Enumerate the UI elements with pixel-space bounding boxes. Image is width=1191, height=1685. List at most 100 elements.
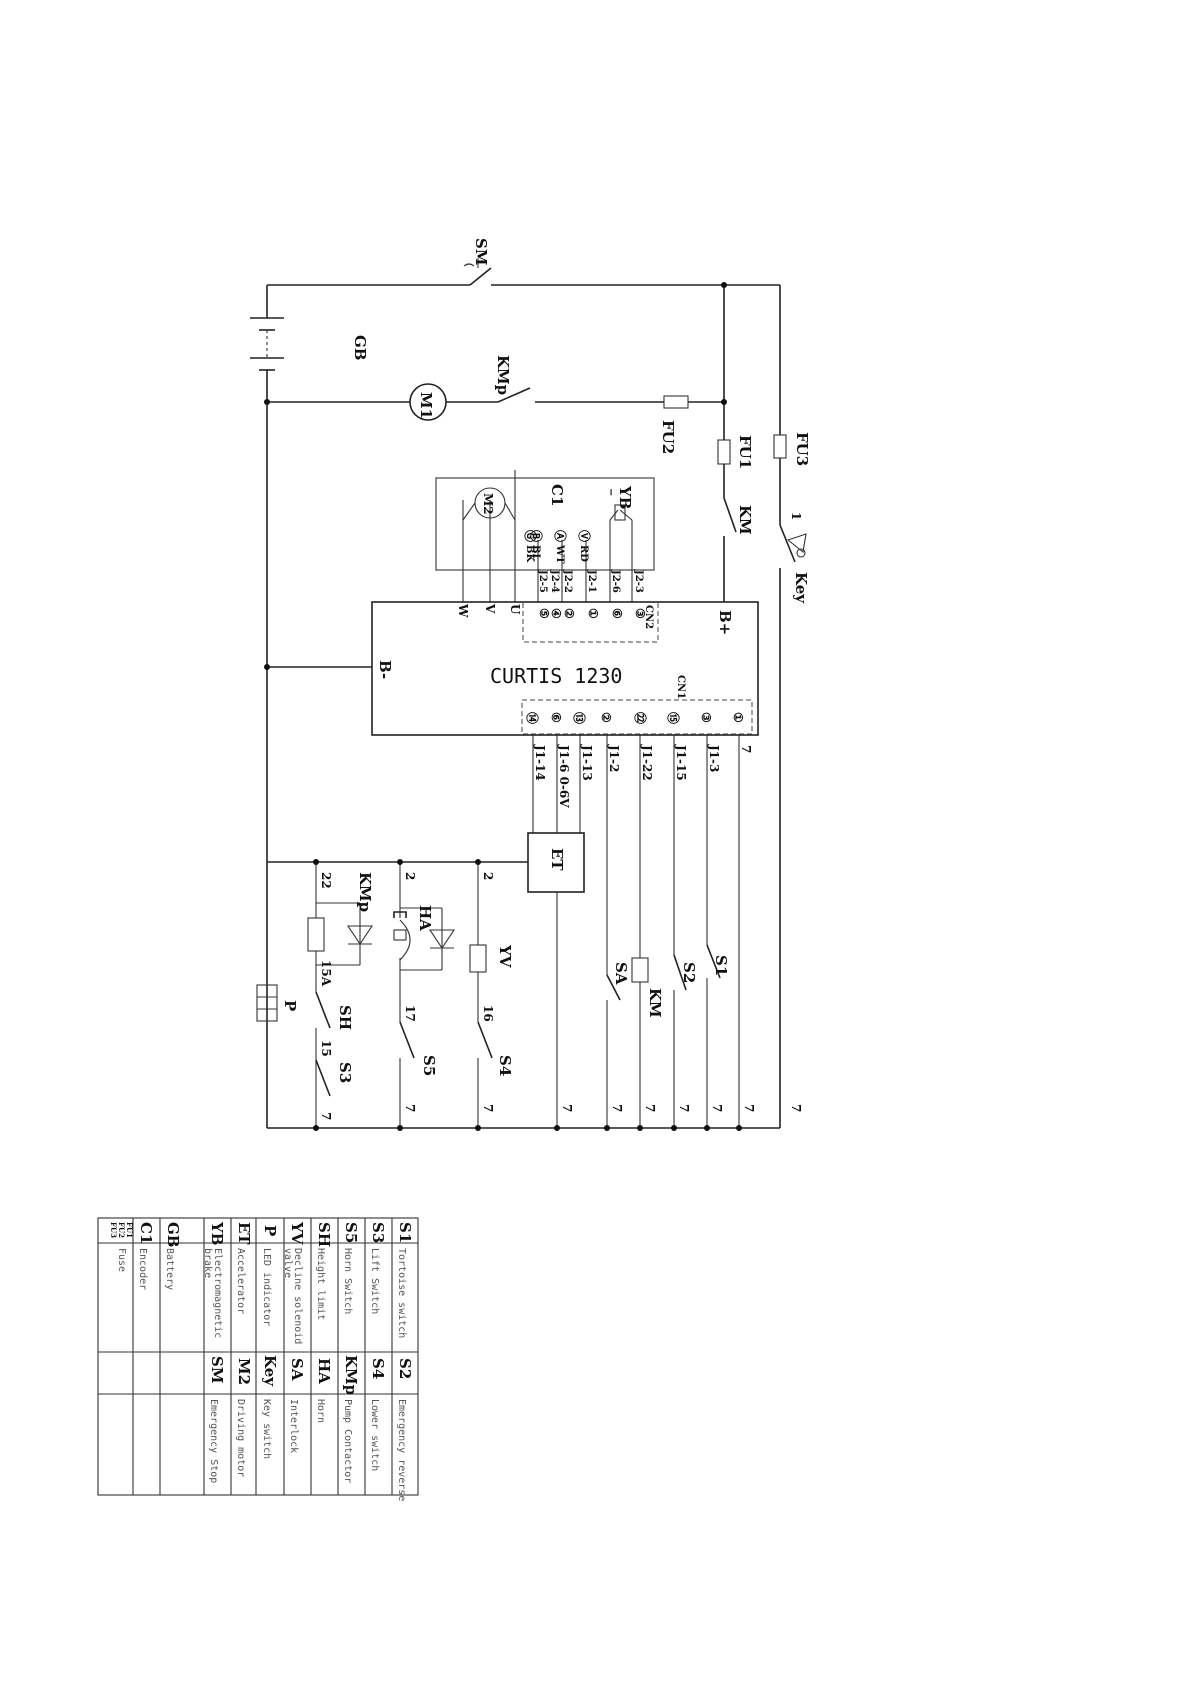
- legend-row: S3 Lift Switch S4 Lower switch: [369, 1222, 387, 1471]
- svg-text:valve: valve: [282, 1248, 293, 1278]
- enc-color-1: RD: [578, 545, 589, 562]
- cn2-pin-circles: ③ ⑥ ① ② ④ ⑤ CN2: [537, 605, 654, 629]
- sh-switch: SH 15: [315, 991, 354, 1057]
- svg-text:③: ③: [699, 712, 713, 723]
- svg-text:7: 7: [789, 1104, 803, 1112]
- pin-cn1: CN1: [675, 675, 686, 699]
- m2-label: M2: [481, 493, 495, 515]
- sm-label: SM: [472, 238, 490, 265]
- svg-text:Fuse: Fuse: [116, 1248, 127, 1272]
- enc-color-3: BL: [530, 545, 541, 560]
- sa-label: SA: [612, 962, 630, 985]
- svg-text:SM: SM: [208, 1356, 226, 1383]
- svg-text:③: ③: [633, 608, 647, 619]
- legend-row: S1 Tortoise switch S2 Emergency reverse: [396, 1222, 414, 1501]
- svg-text:J2-6: J2-6: [610, 569, 621, 593]
- pin-b-plus: B+: [716, 610, 734, 635]
- s5-switch: 17 S5: [399, 1005, 438, 1076]
- yv-label: YV: [496, 944, 514, 968]
- km-contact-top: KM: [723, 497, 754, 535]
- s4-label: S4: [496, 1055, 514, 1076]
- led-indicator-p: P: [256, 984, 299, 1022]
- svg-text:②: ②: [599, 712, 613, 723]
- legend-row: ET Accelerator M2 Driving motor: [235, 1222, 253, 1477]
- pin-u: U: [508, 604, 522, 615]
- cn1-pin-circles: ① ③ ⑮ ㉒ ② ⑬ ⑥ ⑭: [525, 712, 745, 724]
- enc-color-2: WT: [554, 544, 565, 564]
- cn1-connector: [521, 699, 753, 735]
- s1-label: S1: [712, 955, 730, 976]
- svg-text:Horn Switch: Horn Switch: [342, 1248, 353, 1314]
- svg-text:J2-5: J2-5: [537, 569, 548, 593]
- s5-label: S5: [420, 1055, 438, 1076]
- svg-text:②: ②: [562, 608, 576, 619]
- wire-22: 22: [319, 872, 333, 889]
- pin-b-minus: B-: [376, 660, 394, 679]
- svg-text:7: 7: [481, 1104, 495, 1112]
- key-label: Key: [792, 572, 810, 604]
- fuse-fu2: FU2: [659, 395, 689, 454]
- sm-switch: SM: [463, 238, 492, 286]
- svg-text:④: ④: [549, 608, 563, 619]
- svg-text:Pump Contactor: Pump Contactor: [342, 1399, 353, 1483]
- svg-text:FU3: FU3: [109, 1222, 118, 1238]
- svg-text:FU1: FU1: [125, 1222, 134, 1238]
- svg-text:J1-3: J1-3: [707, 744, 721, 772]
- svg-text:GB: GB: [164, 1222, 182, 1248]
- svg-text:Key: Key: [261, 1355, 279, 1387]
- svg-text:J1-15: J1-15: [674, 744, 688, 781]
- svg-text:⑬: ⑬: [572, 712, 587, 724]
- svg-text:J1-6 0-6V: J1-6 0-6V: [557, 744, 571, 808]
- svg-text:S1: S1: [396, 1222, 414, 1243]
- legend-row: S5 Horn Switch KMp Pump Contactor: [342, 1222, 360, 1483]
- svg-text:Driving motor: Driving motor: [235, 1399, 246, 1477]
- svg-text:⑤: ⑤: [537, 608, 551, 619]
- schematic-wires: [266, 284, 781, 1129]
- svg-text:J1-13: J1-13: [580, 744, 594, 781]
- m1-label: M1: [417, 392, 435, 419]
- p-label: P: [281, 1000, 299, 1011]
- pin-w: W: [456, 603, 470, 618]
- svg-text:7: 7: [710, 1104, 724, 1112]
- svg-text:Accelerator: Accelerator: [235, 1248, 246, 1314]
- legend-row: P LED indicator Key Key switch: [261, 1225, 279, 1459]
- svg-text:⑥: ⑥: [549, 712, 563, 723]
- svg-text:Emergency Stop: Emergency Stop: [208, 1399, 219, 1483]
- svg-text:J1-22: J1-22: [640, 744, 654, 781]
- s4-switch: 16 S4: [477, 1005, 514, 1076]
- svg-text:S3: S3: [369, 1222, 387, 1243]
- c1-label: C1: [548, 484, 566, 506]
- s1-switch: S1: [706, 944, 730, 979]
- legend-row: FU1 FU2 FU3 Fuse: [109, 1222, 134, 1272]
- enc-color-4: BK: [524, 545, 535, 562]
- svg-text:Height limit: Height limit: [315, 1248, 326, 1320]
- svg-text:Lift Switch: Lift Switch: [369, 1248, 380, 1314]
- fuse-fu3: FU3: [773, 432, 811, 466]
- fu1-label: FU1: [736, 435, 754, 469]
- wire-16: 16: [481, 1005, 495, 1022]
- key-switch: 1 Key: [779, 512, 810, 604]
- sa-switch: SA: [606, 962, 630, 1001]
- svg-text:7: 7: [610, 1104, 624, 1112]
- svg-text:ET: ET: [235, 1222, 253, 1245]
- legend-row: YV Decline solenoid valve SA Interlock: [282, 1221, 306, 1453]
- gb-label: GB: [351, 335, 369, 361]
- legend-row: SH Height limit HA Horn: [315, 1222, 333, 1423]
- svg-text:Emergency reverse: Emergency reverse: [396, 1399, 407, 1501]
- svg-text:⑥: ⑥: [610, 608, 624, 619]
- wire-15: 15: [319, 1040, 333, 1057]
- svg-text:S5: S5: [342, 1222, 360, 1243]
- svg-text:HA: HA: [315, 1358, 333, 1384]
- fu3-label: FU3: [793, 432, 811, 466]
- svg-text:CN2: CN2: [643, 605, 654, 629]
- svg-text:M2: M2: [235, 1358, 253, 1385]
- svg-text:J2-1: J2-1: [586, 569, 597, 593]
- s3-label: S3: [336, 1062, 354, 1083]
- controller-label: CURTIS 1230: [490, 664, 622, 688]
- svg-text:㉒: ㉒: [633, 712, 648, 724]
- legend-row: YB Electromagnetic brake SM Emergency St…: [202, 1221, 226, 1483]
- svg-text:Tortoise switch: Tortoise switch: [396, 1248, 407, 1338]
- svg-text:P: P: [261, 1225, 279, 1236]
- battery-gb: GB: [250, 317, 369, 371]
